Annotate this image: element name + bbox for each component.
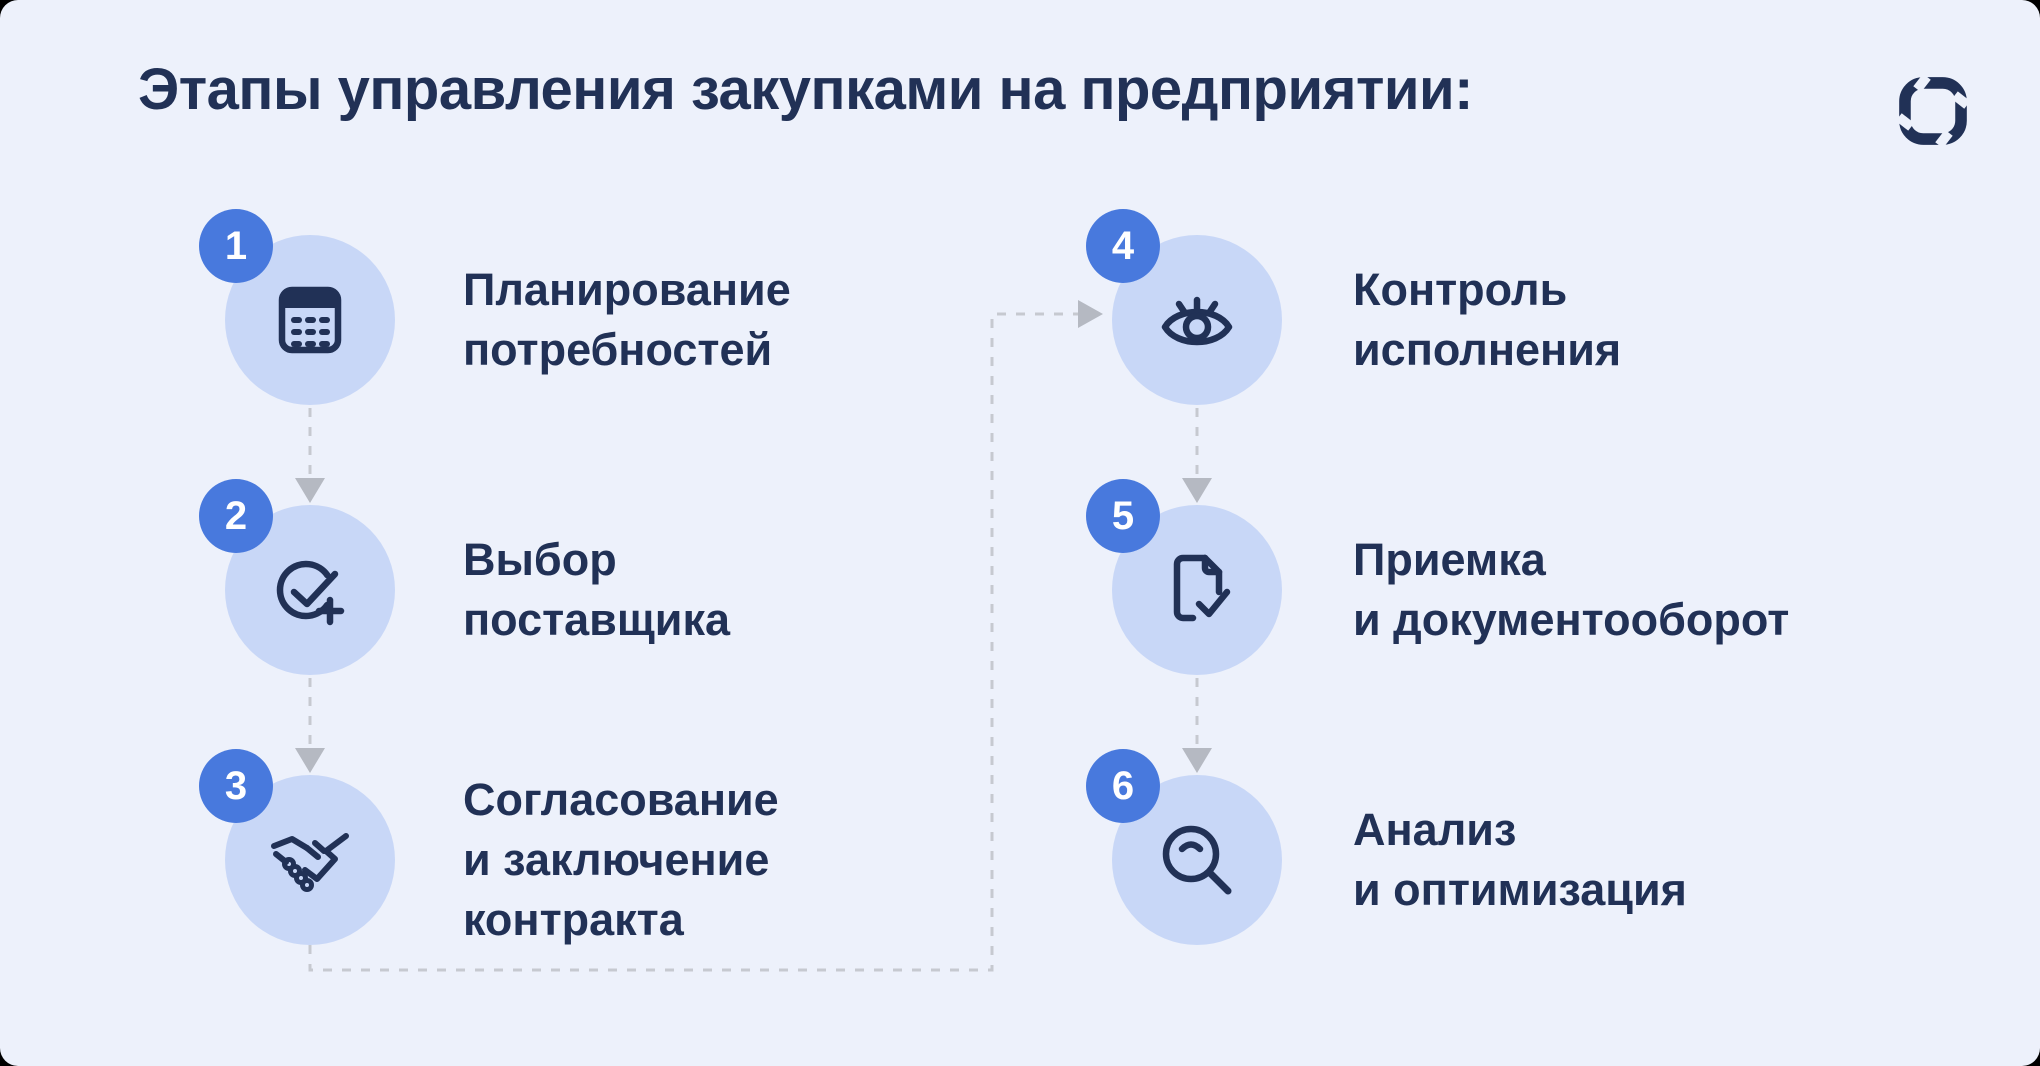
check-circle-plus-icon xyxy=(276,560,345,626)
eye-icon xyxy=(1161,296,1233,346)
step-3-bubble: 3 xyxy=(199,749,395,945)
step-5-label: Приемка и документооборот xyxy=(1353,490,1789,690)
step-label-line: Анализ xyxy=(1353,804,1517,855)
page-title: Этапы управления закупками на предприяти… xyxy=(138,57,1473,122)
step-6-bubble: 6 xyxy=(1086,749,1282,945)
step-label-line: и документооборот xyxy=(1353,594,1790,645)
sync-square-logo-icon xyxy=(1895,73,1971,149)
step-label-line: Согласование xyxy=(463,774,779,825)
arrow-right-3-icon xyxy=(1078,300,1103,328)
step-number: 2 xyxy=(224,493,248,538)
step-3-number-badge: 3 xyxy=(199,749,273,823)
magnifier-icon xyxy=(1162,825,1232,895)
step-label-line: и заключение xyxy=(463,834,770,885)
step-number: 5 xyxy=(1111,493,1135,538)
step-1-number-badge: 1 xyxy=(199,209,273,283)
arrow-down-1-icon xyxy=(295,478,325,503)
step-3-label: Согласование и заключение контракта xyxy=(463,760,779,960)
step-2-number-badge: 2 xyxy=(199,479,273,553)
step-label-line: контракта xyxy=(463,894,684,945)
step-label-line: и оптимизация xyxy=(1353,864,1687,915)
arrow-down-5-icon xyxy=(1182,748,1212,773)
step-label-line: Планирование xyxy=(463,264,791,315)
step-4-label: Контроль исполнения xyxy=(1353,220,1621,420)
step-label-line: Приемка xyxy=(1353,534,1546,585)
step-4-bubble: 4 xyxy=(1086,209,1282,405)
step-label-line: потребностей xyxy=(463,324,773,375)
calendar-planner-icon xyxy=(278,286,342,354)
document-check-icon xyxy=(1173,554,1231,622)
step-label-line: Контроль xyxy=(1353,264,1568,315)
step-6-label: Анализ и оптимизация xyxy=(1353,760,1687,960)
step-1-label: Планирование потребностей xyxy=(463,220,791,420)
step-label-line: Выбор xyxy=(463,534,617,585)
step-2-label: Выбор поставщика xyxy=(463,490,730,690)
arrow-down-4-icon xyxy=(1182,478,1212,503)
step-1-bubble: 1 xyxy=(199,209,395,405)
step-number: 4 xyxy=(1111,223,1135,268)
step-number: 1 xyxy=(224,223,248,268)
step-5-bubble: 5 xyxy=(1086,479,1282,675)
step-label-line: поставщика xyxy=(463,594,731,645)
step-label-line: исполнения xyxy=(1353,324,1622,375)
arrow-down-2-icon xyxy=(295,748,325,773)
step-5-number-badge: 5 xyxy=(1086,479,1160,553)
step-4-number-badge: 4 xyxy=(1086,209,1160,283)
step-number: 6 xyxy=(1111,763,1135,808)
step-6-number-badge: 6 xyxy=(1086,749,1160,823)
step-number: 3 xyxy=(224,763,248,808)
step-2-bubble: 2 xyxy=(199,479,395,675)
handshake-icon xyxy=(271,833,349,892)
